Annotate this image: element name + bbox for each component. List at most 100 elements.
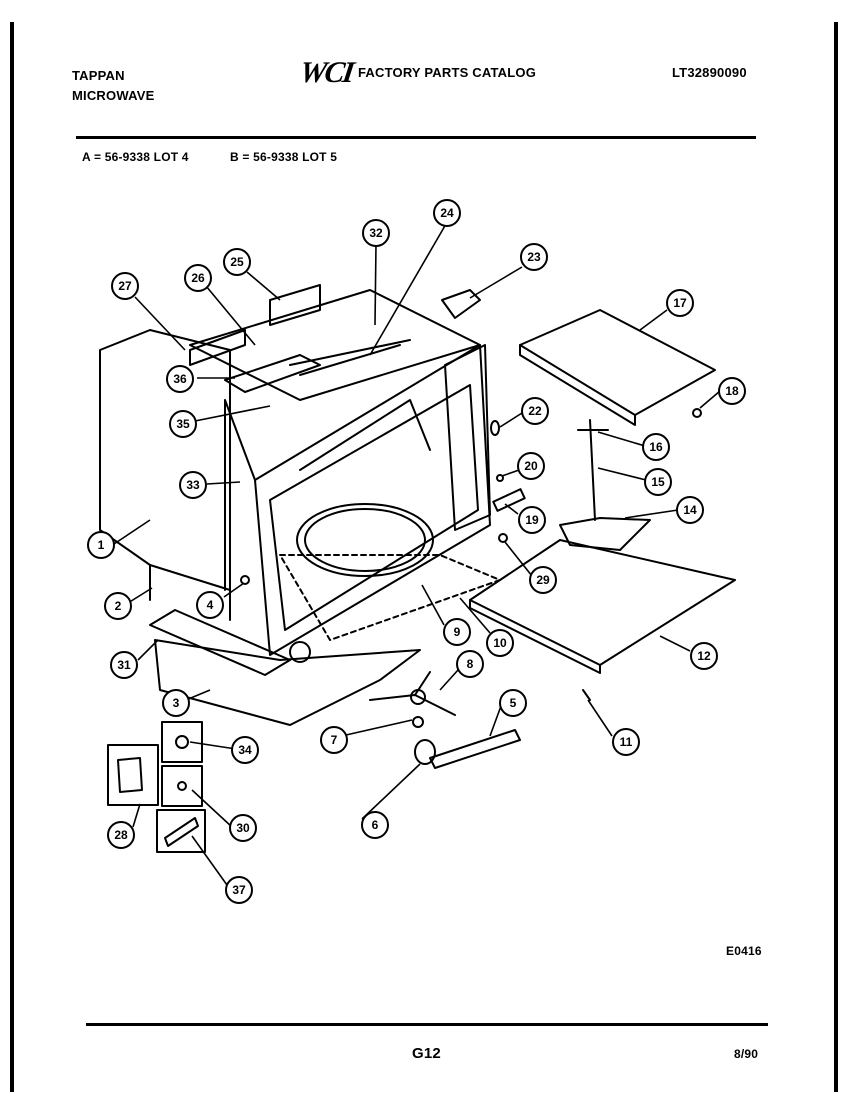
side-panel-part <box>444 344 491 531</box>
callout-30-circle <box>229 814 257 842</box>
cover-panel-part <box>519 309 716 416</box>
callout-18-label: 18 <box>725 384 739 398</box>
callout-30-label: 30 <box>236 821 250 835</box>
cavity-front-frame <box>254 344 491 656</box>
callout-3-circle <box>162 689 190 717</box>
callout-33-circle <box>179 471 207 499</box>
callout-22-circle <box>521 397 549 425</box>
callout-31-label: 31 <box>117 658 131 672</box>
model-number: LT32890090 <box>672 65 747 80</box>
callout-20-circle <box>517 452 545 480</box>
callout-25-label: 25 <box>230 255 244 269</box>
callout-2-label: 2 <box>115 599 122 613</box>
callout-16-label: 16 <box>649 440 663 454</box>
variant-b-label: B = 56-9338 LOT 5 <box>230 150 338 164</box>
callout-1-label: 1 <box>98 538 105 552</box>
callout-26-circle <box>184 264 212 292</box>
callout-28-label: 28 <box>114 828 128 842</box>
callout-12-circle <box>690 642 718 670</box>
callout-9-label: 9 <box>454 625 461 639</box>
callout-14-label: 14 <box>683 503 697 517</box>
fan-blade-part <box>559 517 651 551</box>
diagram-code: E0416 <box>726 944 762 958</box>
callout-19-label: 19 <box>525 513 539 527</box>
part-box-28 <box>107 744 159 806</box>
callout-5-circle <box>499 689 527 717</box>
callout-17-circle <box>666 289 694 317</box>
callout-35-label: 35 <box>176 417 190 431</box>
callout-4-circle <box>196 591 224 619</box>
callout-4-label: 4 <box>207 598 214 612</box>
page-border <box>10 22 838 1092</box>
front-rail-part <box>149 609 291 676</box>
callout-22-label: 22 <box>528 404 542 418</box>
callout-29-label: 29 <box>536 573 550 587</box>
callout-14-circle <box>676 496 704 524</box>
callout-31-circle <box>110 651 138 679</box>
callout-8-label: 8 <box>467 657 474 671</box>
callout-29-circle <box>529 566 557 594</box>
callout-34-circle <box>231 736 259 764</box>
footer-rule <box>86 1023 768 1026</box>
callout-27-circle <box>111 272 139 300</box>
revision-date: 8/90 <box>734 1047 759 1061</box>
callout-6-label: 6 <box>372 818 379 832</box>
callout-1-circle <box>87 531 115 559</box>
callout-27-label: 27 <box>118 279 132 293</box>
variant-a-label: A = 56-9338 LOT 4 <box>82 150 189 164</box>
callout-5-label: 5 <box>510 696 517 710</box>
callout-37-label: 37 <box>232 883 246 897</box>
latch-part <box>492 488 526 512</box>
turntable-support-part <box>369 671 456 716</box>
callout-15-circle <box>644 468 672 496</box>
motor-part <box>414 739 436 765</box>
shaft-part <box>429 729 521 769</box>
callout-37-circle <box>225 876 253 904</box>
callout-7-circle <box>320 726 348 754</box>
part-box-30 <box>161 765 203 807</box>
callout-23-label: 23 <box>527 250 541 264</box>
callout-33-label: 33 <box>186 478 200 492</box>
callout-9-circle <box>443 618 471 646</box>
callout-36-circle <box>166 365 194 393</box>
header-rule <box>76 136 756 139</box>
callout-35-circle <box>169 410 197 438</box>
bottom-plate-part <box>469 539 736 666</box>
callout-2-circle <box>104 592 132 620</box>
part-box-34 <box>161 721 203 763</box>
callout-36-label: 36 <box>173 372 187 386</box>
callout-7-label: 7 <box>331 733 338 747</box>
base-plate-part <box>154 639 421 726</box>
part-box-37 <box>156 809 206 853</box>
callout-34-label: 34 <box>238 743 252 757</box>
callout-12-label: 12 <box>697 649 711 663</box>
brand-line-1: TAPPAN <box>72 68 125 83</box>
top-panel-part <box>189 289 481 401</box>
catalog-title: FACTORY PARTS CATALOG <box>358 65 537 80</box>
turntable-part <box>296 503 434 577</box>
callout-11-label: 11 <box>620 735 633 749</box>
callout-15-label: 15 <box>651 475 665 489</box>
callout-16-circle <box>642 433 670 461</box>
brand-line-2: MICROWAVE <box>72 88 155 103</box>
callout-18-circle <box>718 377 746 405</box>
callout-17-label: 17 <box>673 296 687 310</box>
bracket-part <box>441 289 481 319</box>
callout-20-label: 20 <box>524 459 538 473</box>
callout-3-label: 3 <box>173 696 180 710</box>
callout-26-label: 26 <box>191 271 205 285</box>
callout-24-label: 24 <box>440 206 454 220</box>
callout-19-circle <box>518 506 546 534</box>
callout-32-circle <box>362 219 390 247</box>
callout-10-circle <box>486 629 514 657</box>
cabinet-wrapper-part <box>99 329 231 591</box>
callout-24-circle <box>433 199 461 227</box>
page-number: G12 <box>412 1045 441 1062</box>
callout-23-circle <box>520 243 548 271</box>
callout-6-circle <box>361 811 389 839</box>
callout-32-label: 32 <box>369 226 383 240</box>
callout-10-label: 10 <box>493 636 507 650</box>
callout-28-circle <box>107 821 135 849</box>
callout-11-circle <box>612 728 640 756</box>
